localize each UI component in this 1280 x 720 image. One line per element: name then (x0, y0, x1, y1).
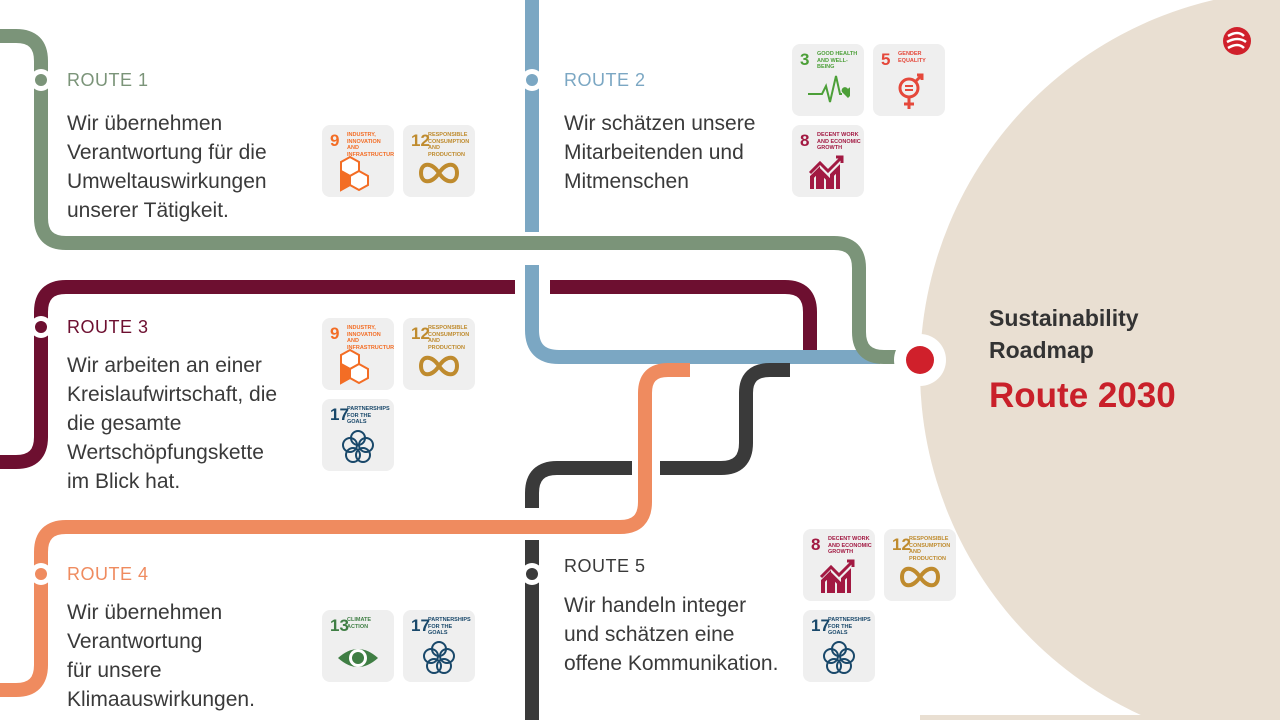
cubes-icon (340, 348, 369, 385)
sdg-goal-9-tile: 9 Industry, innovation and infrastructure (322, 125, 394, 197)
route3-text: Wir arbeiten an einer Kreislaufwirtschaf… (67, 354, 278, 493)
route3-line (0, 280, 817, 469)
eye-globe-icon (338, 649, 378, 667)
cubes-icon (340, 155, 369, 192)
gender-icon (898, 73, 924, 109)
sdg-title: Climate action (347, 617, 372, 630)
route3-label: ROUTE 3 (67, 317, 149, 337)
infinity-icon (900, 566, 941, 588)
infinity-icon (419, 162, 460, 184)
route5-text: Wir handeln integer und schätzen eine of… (564, 594, 779, 675)
sdg-number: 3 (800, 50, 810, 69)
logo (1222, 26, 1252, 56)
sdg-number: 8 (800, 131, 810, 150)
infinity-icon (419, 355, 460, 377)
sdg-goal-17-tile: 17Partnerships for the goals (803, 610, 875, 682)
route1-label: ROUTE 1 (67, 70, 149, 90)
sdg-title: Decent work and economic growth (817, 132, 861, 151)
sdg-number: 12 (892, 535, 911, 554)
sdg-title: Responsible consumption and production (428, 325, 470, 351)
sdg-number: 17 (330, 405, 349, 424)
sdg-title: Decent work and economic growth (828, 536, 872, 555)
sdg-goal-13-tile: 13Climate action (322, 610, 394, 682)
sdg-goal-17-tile: 17Partnerships for the goals (322, 399, 394, 471)
rings-icon (423, 641, 455, 674)
sdg-title: Responsible consumption and production (428, 132, 470, 158)
sdg-number: 9 (330, 131, 340, 150)
rings-icon (823, 641, 855, 674)
sdg-title: Industry, innovation and infrastructure (347, 132, 394, 158)
sdg-number: 12 (411, 324, 430, 343)
sdg-title: Responsible consumption and production (909, 536, 951, 562)
growth-chart-icon (819, 559, 855, 593)
route4-line (0, 363, 690, 697)
sdg-title: Industry, innovation and infrastructure (347, 325, 394, 351)
sdg-goal-5-tile: 5 Gender equality (873, 44, 945, 116)
route1-line (0, 29, 905, 364)
sdg-goal-3-tile: 3 Good health and well-being (792, 44, 864, 116)
sdg-goal-12-tile: 12Responsible consumption and production (403, 125, 475, 197)
route4-text: Wir übernehmen Verantwortung für unsere … (67, 601, 255, 711)
sdg-goal-12-tile: 12Responsible consumption and production (403, 318, 475, 390)
sdg-number: 5 (881, 50, 891, 69)
sdg-title: Gender equality (898, 51, 926, 64)
sdg-goal-17-tile: 17Partnerships for the goals (403, 610, 475, 682)
heartbeat-icon (808, 75, 850, 103)
growth-chart-icon (808, 155, 844, 189)
route2-text: Wir schätzen unsere Mitarbeitenden und M… (564, 112, 756, 193)
route2-label: ROUTE 2 (564, 70, 646, 90)
heading-title: Sustainability Roadmap (989, 305, 1139, 363)
route1-text: Wir übernehmen Verantwortung für die Umw… (67, 112, 267, 222)
sdg-title: Partnerships for the goals (428, 617, 471, 636)
sdg-title: Good health and well-being (817, 51, 858, 70)
sdg-number: 8 (811, 535, 821, 554)
sdg-goal-12-tile: 12Responsible consumption and production (884, 529, 956, 601)
sdg-number: 17 (811, 616, 830, 635)
sdg-goal-9-tile: 9 Industry, innovation and infrastructure (322, 318, 394, 390)
route4-label: ROUTE 4 (67, 564, 149, 584)
sdg-goal-8-tile: 8 Decent work and economic growth (803, 529, 875, 601)
sdg-number: 9 (330, 324, 340, 343)
sdg-title: Partnerships for the goals (347, 406, 390, 425)
rings-icon (342, 430, 374, 463)
sdg-number: 17 (411, 616, 430, 635)
heading-subtitle: Route 2030 (989, 376, 1176, 415)
sdg-number: 13 (330, 616, 349, 635)
sdg-goal-8-tile: 8 Decent work and economic growth (792, 125, 864, 197)
route2-line (525, 0, 880, 364)
sdg-title: Partnerships for the goals (828, 617, 871, 636)
route5-label: ROUTE 5 (564, 556, 646, 576)
route5-line-upper (525, 363, 790, 508)
sdg-number: 12 (411, 131, 430, 150)
